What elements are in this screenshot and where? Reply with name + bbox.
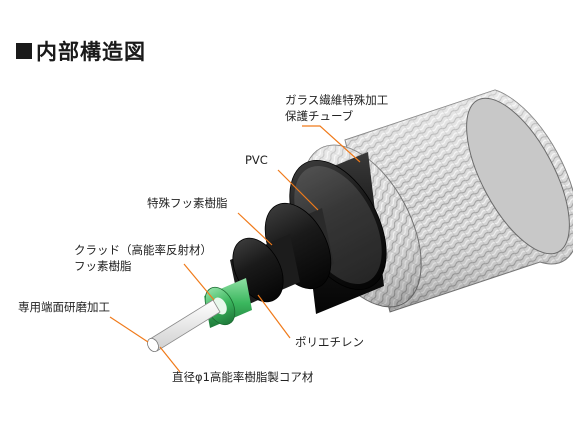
label-glass-fiber-line2: 保護チューブ [285,109,354,123]
leader-special-fluororesin [237,212,273,246]
label-polyethylene: ポリエチレン [295,335,364,349]
leader-end-polish [109,316,149,343]
label-glass-fiber-line1: ガラス繊維特殊加工 [285,93,388,107]
label-clad-line1: クラッド（高能率反射材） [74,243,212,257]
leader-glass-fiber [302,125,361,163]
page-title: 内部構造図 [16,36,146,66]
label-end-polish: 専用端面研磨加工 [18,300,110,314]
page-title-text: 内部構造図 [36,40,146,64]
label-pvc: PVC [245,153,268,167]
label-clad-line2: フッ素樹脂 [74,259,132,273]
core-rod [147,299,221,353]
label-core: 直径φ1高能率樹脂製コア材 [172,370,314,384]
leader-core [159,346,181,373]
leader-lines [109,125,361,373]
label-special-fluororesin: 特殊フッ素樹脂 [147,196,228,210]
leader-pvc [277,169,319,211]
title-square-icon [16,43,32,59]
leader-clad [183,263,215,301]
leader-polyethylene [257,294,291,339]
